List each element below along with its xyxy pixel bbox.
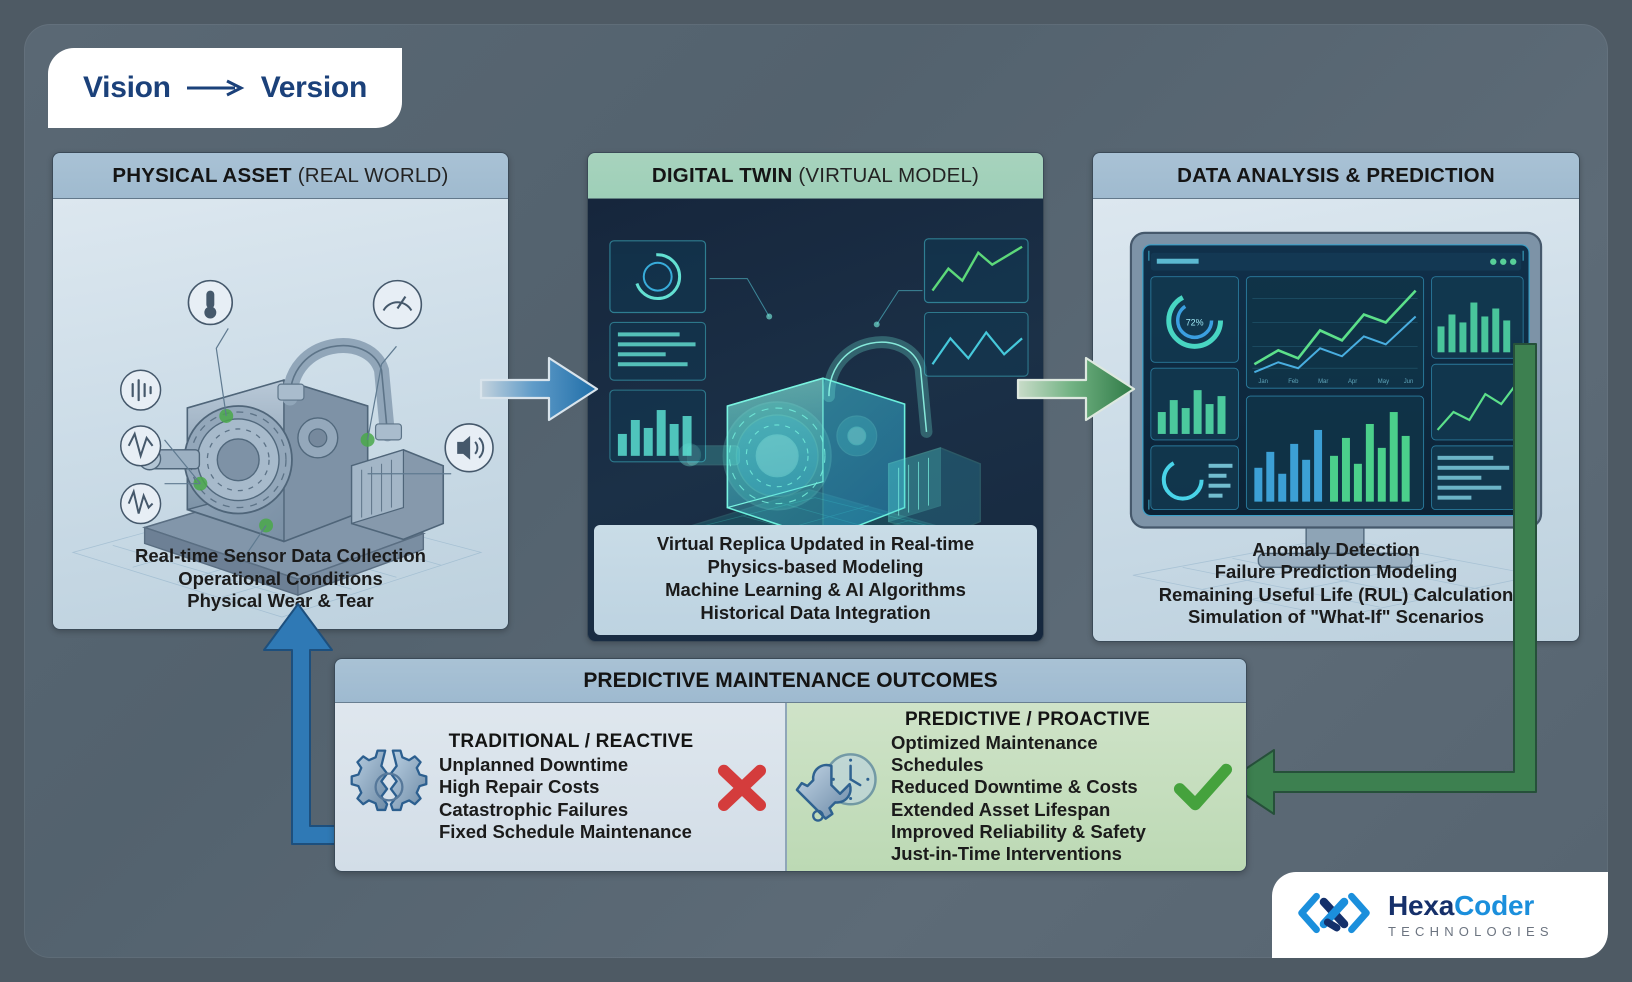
outcome-item: Improved Reliability & Safety bbox=[891, 820, 1146, 842]
svg-text:May: May bbox=[1378, 379, 1389, 385]
long-right-arrow-icon bbox=[185, 78, 247, 98]
outcome-text-reactive: TRADITIONAL / REACTIVE Unplanned Downtim… bbox=[435, 731, 707, 843]
bullet-item: Physical Wear & Tear bbox=[187, 590, 374, 612]
outcome-item: Catastrophic Failures bbox=[439, 798, 629, 820]
panel-title-light: (REAL WORLD) bbox=[297, 163, 449, 187]
bullet-item: Anomaly Detection bbox=[1252, 538, 1420, 560]
hexacoder-bracket-icon bbox=[1294, 889, 1374, 942]
panel-title-physical-asset: PHYSICAL ASSET (REAL WORLD) bbox=[53, 153, 508, 199]
signal-wave-icon bbox=[119, 369, 162, 411]
vision-version-logo: Vision Version bbox=[48, 48, 402, 128]
panel-title-data-analysis: DATA ANALYSIS & PREDICTION bbox=[1093, 153, 1579, 199]
broken-gears-icon bbox=[343, 743, 435, 831]
stage-panel-digital-twin: DIGITAL TWIN (VIRTUAL MODEL) bbox=[587, 152, 1044, 642]
stage-panel-physical-asset: PHYSICAL ASSET (REAL WORLD) bbox=[52, 152, 509, 630]
bullet-item: Failure Prediction Modeling bbox=[1214, 561, 1458, 583]
hexacoder-wordmark: HexaCoder TECHNOLOGIES bbox=[1388, 892, 1554, 939]
outcome-item: Reduced Downtime & Costs bbox=[891, 776, 1138, 798]
outcome-item: High Repair Costs bbox=[439, 776, 600, 798]
outcome-text-proactive: PREDICTIVE / PROACTIVE Optimized Mainten… bbox=[887, 709, 1168, 865]
infographic-frame: Vision Version PHYSICAL ASSET (REAL WORL… bbox=[24, 24, 1608, 958]
vibration-icon bbox=[119, 425, 162, 467]
svg-text:72%: 72% bbox=[1186, 317, 1204, 327]
bullet-item: Real-time Sensor Data Collection bbox=[135, 545, 426, 567]
panel-body-physical-asset: Real-time Sensor Data Collection Operati… bbox=[53, 199, 508, 629]
green-check-icon bbox=[1168, 756, 1238, 818]
panel-body-data-analysis: 72% bbox=[1093, 199, 1579, 641]
outcomes-title: PREDICTIVE MAINTENANCE OUTCOMES bbox=[335, 659, 1246, 703]
outcome-list-reactive: Unplanned Downtime High Repair Costs Cat… bbox=[435, 754, 707, 843]
red-cross-icon bbox=[707, 758, 777, 816]
arrow-physical-to-twin bbox=[479, 346, 601, 432]
outcome-item: Optimized Maintenance Schedules bbox=[891, 731, 1098, 776]
stage-bullets-physical-asset: Real-time Sensor Data Collection Operati… bbox=[53, 545, 508, 613]
bullet-item: Machine Learning & AI Algorithms bbox=[665, 579, 966, 601]
panel-title-light: (VIRTUAL MODEL) bbox=[798, 163, 980, 187]
hexacoder-subtitle: TECHNOLOGIES bbox=[1388, 924, 1554, 939]
outcome-column-proactive: PREDICTIVE / PROACTIVE Optimized Mainten… bbox=[787, 703, 1246, 871]
thermometer-icon bbox=[187, 279, 234, 326]
outcome-title-reactive: TRADITIONAL / REACTIVE bbox=[448, 731, 694, 753]
wrench-clock-icon bbox=[795, 741, 887, 833]
logo-word-vision: Vision bbox=[83, 71, 171, 104]
svg-text:Mar: Mar bbox=[1318, 379, 1328, 385]
bullet-item: Virtual Replica Updated in Real-time bbox=[656, 533, 975, 555]
gauge-icon bbox=[372, 279, 423, 330]
outcome-list-proactive: Optimized Maintenance Schedules Reduced … bbox=[887, 732, 1168, 865]
svg-text:Jun: Jun bbox=[1404, 379, 1414, 385]
panel-body-digital-twin: Virtual Replica Updated in Real-time Phy… bbox=[588, 199, 1043, 641]
outcome-item: Extended Asset Lifespan bbox=[891, 798, 1111, 820]
panel-title-bold: DIGITAL TWIN bbox=[651, 163, 793, 187]
hexacoder-name-dark: Hexa bbox=[1388, 890, 1455, 921]
holographic-digital-twin-illustration bbox=[609, 238, 1029, 606]
svg-text:Jan: Jan bbox=[1258, 379, 1268, 385]
panel-title-bold: DATA ANALYSIS & PREDICTION bbox=[1177, 163, 1495, 187]
svg-text:Feb: Feb bbox=[1288, 379, 1299, 385]
bullet-item: Simulation of "What-If" Scenarios bbox=[1187, 606, 1485, 628]
bullet-item: Historical Data Integration bbox=[700, 602, 931, 624]
stage-bullets-data-analysis: Anomaly Detection Failure Prediction Mod… bbox=[1093, 539, 1579, 629]
feedback-arrow-analysis-to-outcomes bbox=[1225, 343, 1537, 815]
bullet-item: Physics-based Modeling bbox=[707, 556, 924, 578]
outcomes-panel: PREDICTIVE MAINTENANCE OUTCOMES bbox=[334, 658, 1247, 872]
outcome-item: Unplanned Downtime bbox=[439, 754, 629, 776]
outcome-item: Just-in-Time Interventions bbox=[891, 842, 1122, 864]
outcome-item: Fixed Schedule Maintenance bbox=[439, 820, 692, 842]
speaker-icon bbox=[444, 423, 494, 473]
stage-bullets-digital-twin: Virtual Replica Updated in Real-time Phy… bbox=[594, 525, 1037, 635]
bullet-item: Remaining Useful Life (RUL) Calculation bbox=[1158, 583, 1514, 605]
analytics-dashboard-monitor-illustration: 72% bbox=[1129, 231, 1543, 618]
outcomes-body: TRADITIONAL / REACTIVE Unplanned Downtim… bbox=[335, 703, 1246, 871]
panel-title-bold: PHYSICAL ASSET bbox=[112, 163, 292, 187]
hexacoder-name: HexaCoder bbox=[1388, 892, 1554, 920]
logo-word-version: Version bbox=[260, 71, 368, 104]
industrial-pump-gearbox-illustration bbox=[71, 279, 494, 618]
hexacoder-name-light: Coder bbox=[1454, 890, 1535, 921]
hexacoder-logo: HexaCoder TECHNOLOGIES bbox=[1272, 872, 1608, 958]
outcome-title-proactive: PREDICTIVE / PROACTIVE bbox=[904, 708, 1151, 730]
svg-text:Apr: Apr bbox=[1348, 379, 1357, 385]
arrow-twin-to-analysis bbox=[1016, 346, 1138, 432]
stage-panel-data-analysis: DATA ANALYSIS & PREDICTION bbox=[1092, 152, 1580, 642]
panel-title-digital-twin: DIGITAL TWIN (VIRTUAL MODEL) bbox=[588, 153, 1043, 199]
outcome-column-reactive: TRADITIONAL / REACTIVE Unplanned Downtim… bbox=[335, 703, 787, 871]
waveform-icon bbox=[119, 482, 162, 525]
bullet-item: Operational Conditions bbox=[178, 567, 383, 589]
